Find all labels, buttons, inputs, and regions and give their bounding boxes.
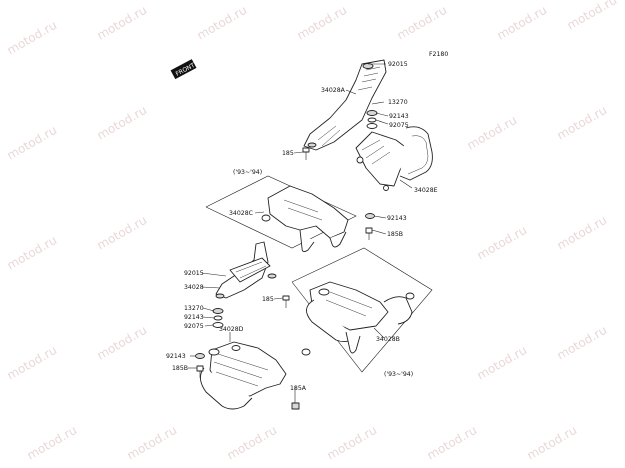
label-34028A: 34028A: [321, 87, 346, 94]
label-92143-mid: 92143: [387, 215, 407, 222]
label-34028C: 34028C: [229, 210, 253, 217]
svg-text:motod.ru: motod.ru: [465, 113, 520, 153]
part-labels: 92015 34028A 13270 92143 92075 185 ('93~…: [166, 61, 438, 392]
label-92075-top: 92075: [389, 122, 409, 129]
label-13270-low: 13270: [184, 305, 204, 312]
svg-text:motod.ru: motod.ru: [5, 343, 60, 383]
svg-text:motod.ru: motod.ru: [475, 343, 530, 383]
variant-frame-bottom: [291, 247, 433, 373]
label-92015-top: 92015: [388, 61, 408, 68]
bolt-185-top-icon: [302, 147, 310, 160]
bracket-34028A-icon: [303, 59, 387, 151]
label-34028D: 34028D: [219, 326, 244, 333]
svg-text:motod.ru: motod.ru: [125, 423, 180, 463]
svg-text:motod.ru: motod.ru: [95, 323, 150, 363]
label-34028: 34028: [184, 284, 204, 291]
label-92143-low: 92143: [184, 314, 204, 321]
bolt-185B-bot-icon: [196, 365, 204, 378]
label-185B-top: 185B: [387, 231, 403, 238]
svg-text:motod.ru: motod.ru: [5, 233, 60, 273]
svg-text:motod.ru: motod.ru: [5, 123, 60, 163]
svg-text:motod.ru: motod.ru: [295, 3, 350, 43]
variant-frame-top: [205, 175, 357, 249]
label-13270-top: 13270: [388, 99, 408, 106]
label-range-top: ('93~'94): [233, 169, 262, 176]
svg-text:motod.ru: motod.ru: [395, 3, 450, 43]
svg-text:motod.ru: motod.ru: [225, 423, 280, 463]
nut-92143-bot-icon: [195, 353, 205, 359]
label-92143-top: 92143: [389, 113, 409, 120]
bolt-185A-icon: [291, 398, 300, 410]
svg-text:motod.ru: motod.ru: [555, 103, 610, 143]
svg-text:motod.ru: motod.ru: [555, 323, 610, 363]
svg-text:motod.ru: motod.ru: [95, 103, 150, 143]
label-185B-bot: 185B: [172, 365, 188, 372]
footrest-34028C-icon: [261, 185, 349, 253]
svg-text:motod.ru: motod.ru: [95, 213, 150, 253]
svg-text:motod.ru: motod.ru: [475, 223, 530, 263]
footrest-34028B-icon: [306, 281, 415, 354]
svg-text:motod.ru: motod.ru: [495, 3, 550, 43]
washer-stack-low-icon: [212, 308, 224, 328]
bolt-185B-top-icon: [365, 227, 373, 240]
svg-text:motod.ru: motod.ru: [555, 213, 610, 253]
svg-text:motod.ru: motod.ru: [425, 423, 480, 463]
svg-text:motod.ru: motod.ru: [325, 423, 380, 463]
front-badge-icon: FRONT: [170, 59, 197, 80]
label-range-bot: ('93~'94): [384, 371, 413, 378]
leader-lines: [188, 63, 413, 398]
label-34028E: 34028E: [414, 187, 438, 194]
svg-text:motod.ru: motod.ru: [565, 0, 620, 33]
label-92015-low: 92015: [184, 270, 204, 277]
diagram-code: F2180: [429, 51, 448, 58]
watermark-layer: motod.ru motod.ru motod.ru motod.ru moto…: [5, 0, 620, 463]
svg-text:motod.ru: motod.ru: [25, 423, 80, 463]
bolt-185-low-icon: [282, 295, 290, 308]
footrest-34028E-icon: [355, 126, 433, 191]
svg-text:motod.ru: motod.ru: [525, 423, 580, 463]
label-92075-low: 92075: [184, 323, 204, 330]
label-92143-bot: 92143: [166, 353, 186, 360]
label-34028B: 34028B: [376, 336, 400, 343]
svg-text:motod.ru: motod.ru: [5, 18, 60, 58]
bracket-34028-icon: [215, 241, 277, 299]
footrest-34028D-icon: [200, 341, 311, 410]
label-185A: 185A: [290, 385, 307, 392]
svg-text:motod.ru: motod.ru: [195, 3, 250, 43]
label-185-top: 185: [282, 150, 294, 157]
nut-92143-mid-icon: [365, 213, 375, 219]
svg-text:motod.ru: motod.ru: [95, 3, 150, 43]
washer-stack-top-icon: [366, 110, 378, 129]
label-185-low: 185: [262, 296, 274, 303]
